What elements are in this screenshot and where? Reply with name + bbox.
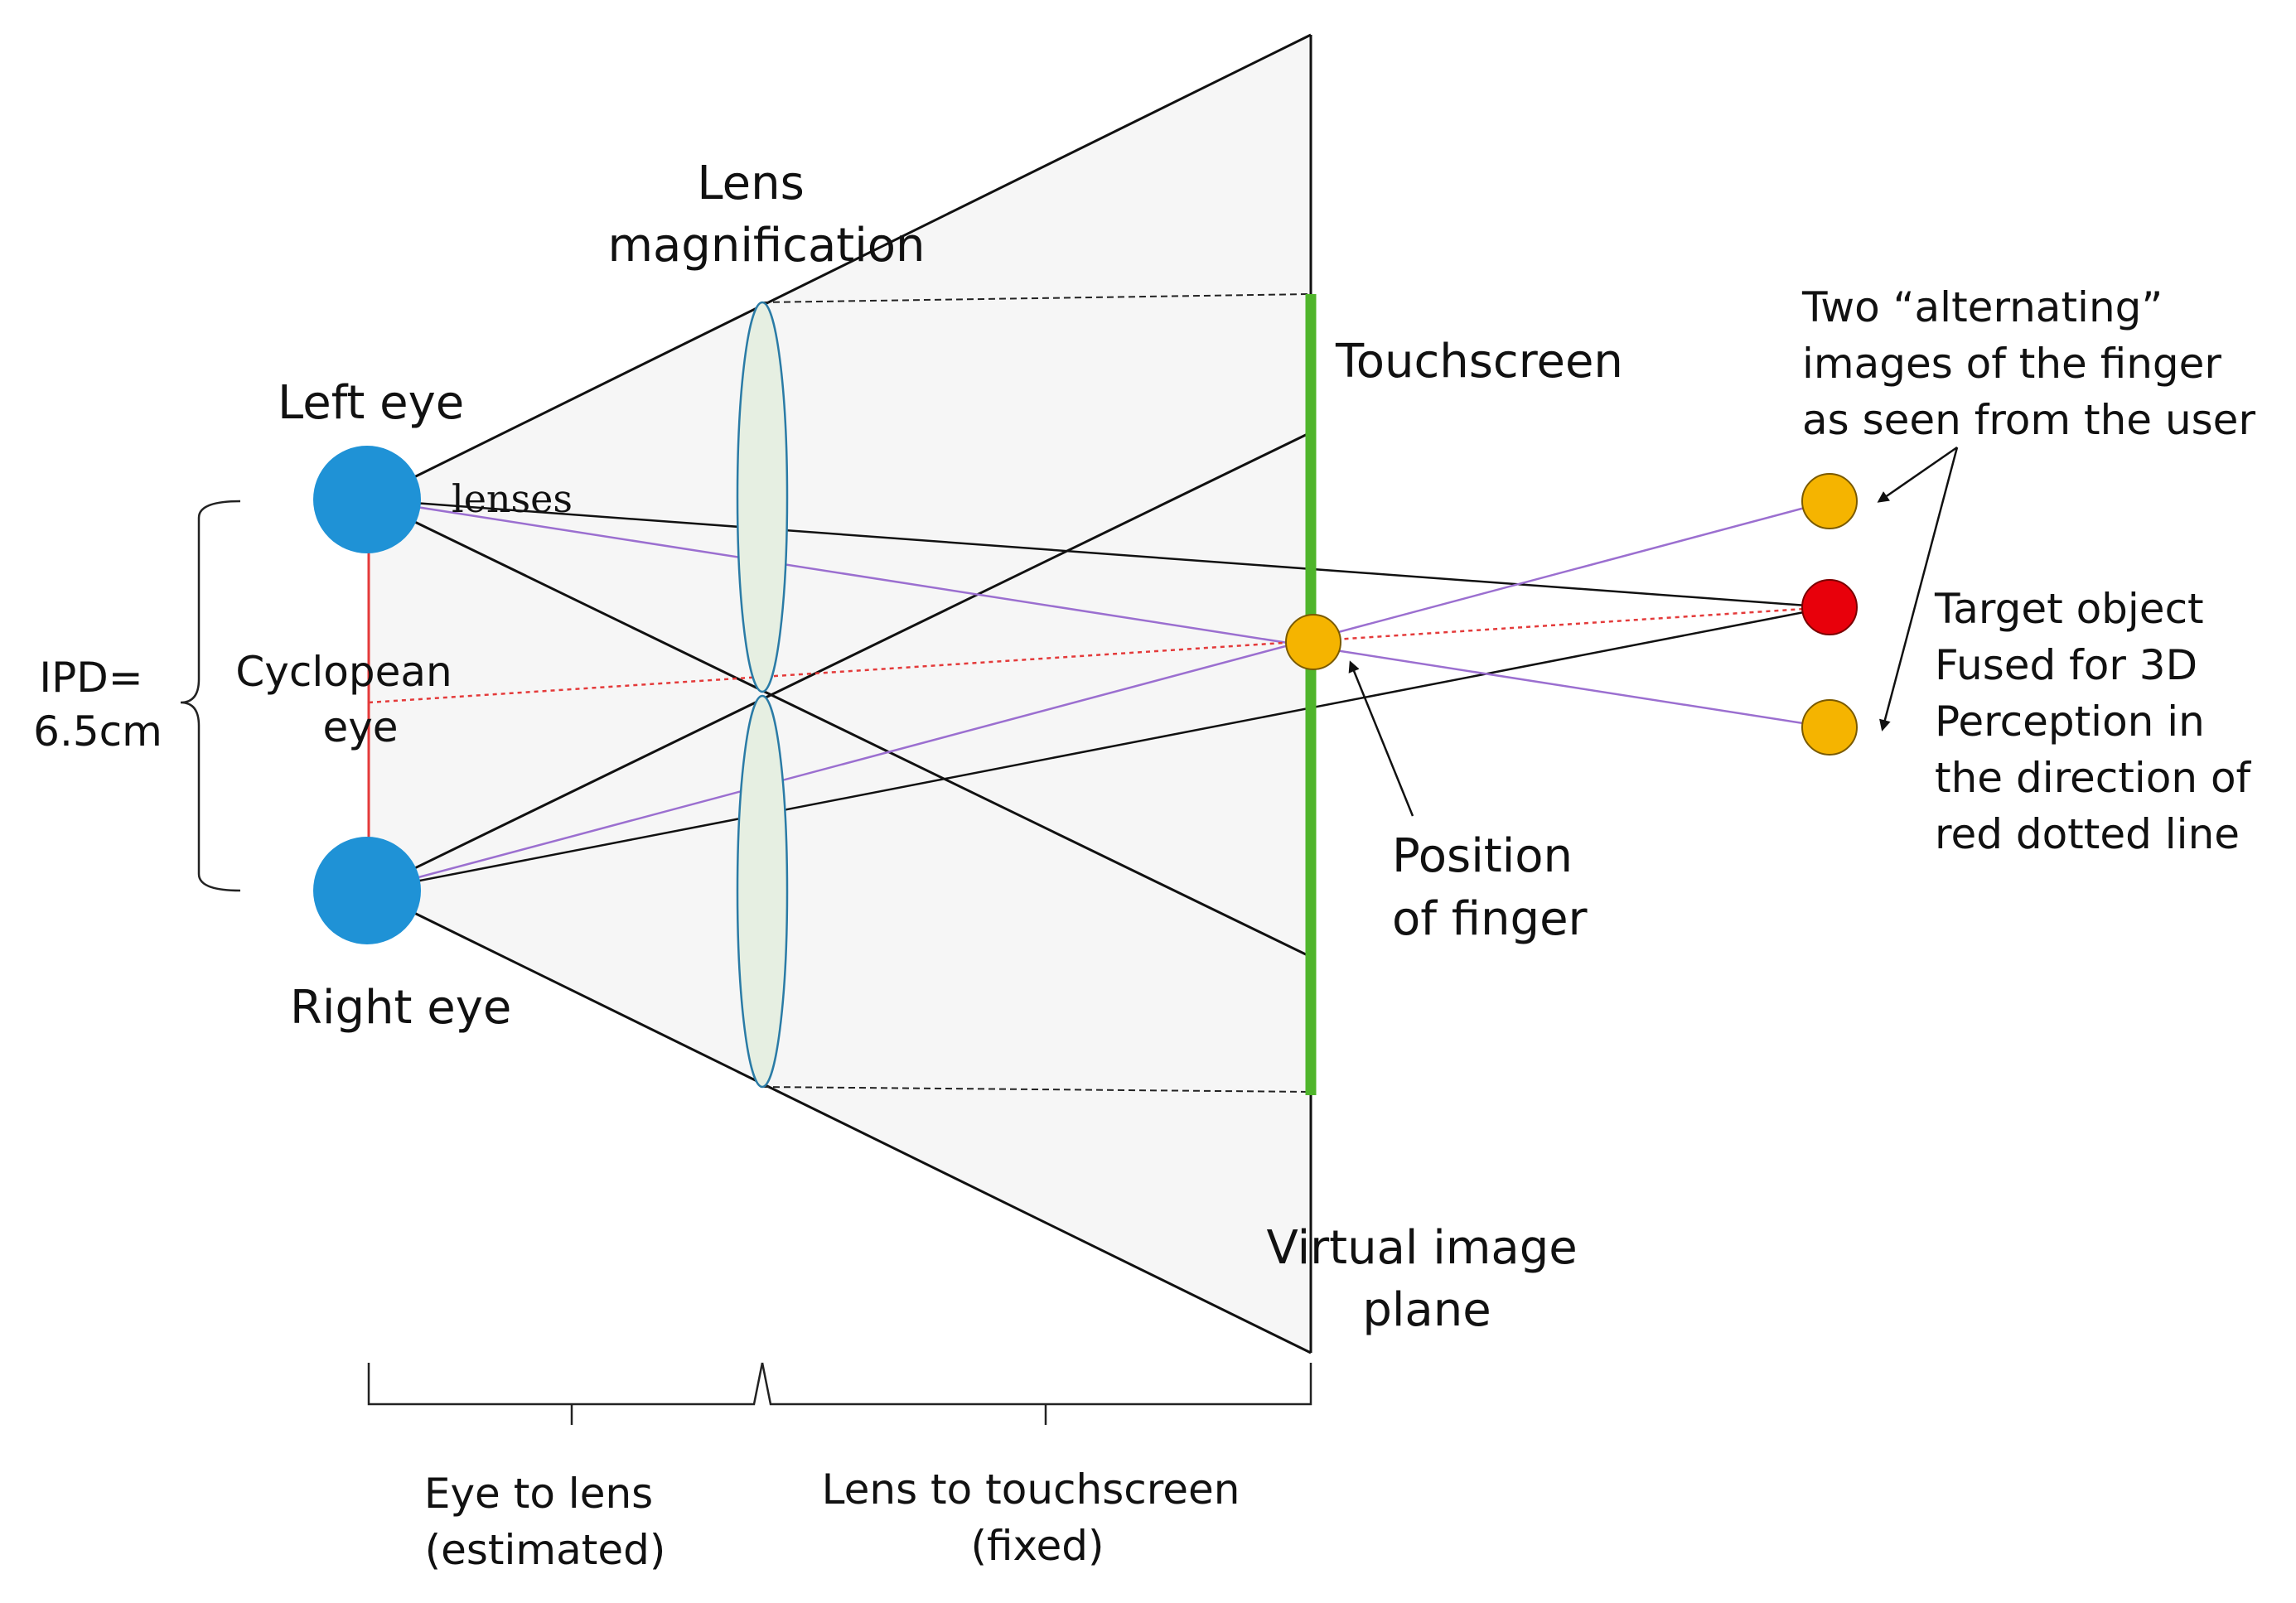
left-eye-to-target-line bbox=[368, 498, 1830, 609]
right-eye-label: Right eye bbox=[290, 981, 511, 1035]
ipd-bracket bbox=[180, 500, 241, 892]
frustum-bottom-line bbox=[368, 889, 1312, 1354]
position-of-finger-label: Position of finger bbox=[1392, 829, 1588, 946]
frustum-top-line bbox=[368, 33, 1312, 501]
arrow-to-lower-image bbox=[1879, 447, 1959, 731]
left-eye-label: Left eye bbox=[278, 376, 464, 430]
lens-top-extent bbox=[761, 293, 1312, 303]
left-eye-to-lower-image-ray bbox=[368, 498, 1830, 729]
upper-lens bbox=[736, 301, 789, 693]
finger-position-dot bbox=[1285, 614, 1341, 670]
lens-to-touchscreen-label: Lens to touchscreen (fixed) bbox=[822, 1465, 1254, 1570]
eye-to-lens-brace bbox=[367, 1362, 764, 1425]
lower-lens bbox=[736, 694, 789, 1089]
view-frustum bbox=[369, 35, 1311, 1353]
target-object-label: Target object Fused for 3D Perception in… bbox=[1934, 585, 2264, 858]
cyclopean-ray bbox=[368, 606, 1830, 704]
virtual-image-plane-label: Virtual image plane bbox=[1266, 1221, 1592, 1337]
lens-magnification-label: Lens magnification bbox=[607, 157, 925, 273]
lens-bottom-extent bbox=[761, 1086, 1312, 1093]
target-object-dot bbox=[1801, 579, 1858, 635]
touchscreen-label: Touchscreen bbox=[1335, 335, 1623, 389]
right-eye-cross-line bbox=[368, 431, 1312, 892]
eye-to-lens-label: Eye to lens (estimated) bbox=[424, 1470, 666, 1574]
right-eye-to-target-line bbox=[368, 606, 1830, 892]
arrow-to-upper-image bbox=[1877, 446, 1958, 503]
right-eye-to-upper-image-ray bbox=[368, 500, 1830, 892]
arrow-to-finger-position bbox=[1348, 660, 1414, 817]
right-eye-circle bbox=[313, 837, 421, 944]
left-eye-circle bbox=[313, 446, 421, 553]
cyclopean-eye-label: Cyclopean eye bbox=[235, 648, 465, 751]
ipd-label: IPD= 6.5cm bbox=[33, 654, 162, 756]
left-eye-cross-line bbox=[368, 498, 1312, 958]
upper-finger-image-dot bbox=[1801, 473, 1858, 529]
lenses-label: lenses bbox=[452, 476, 573, 521]
alternating-images-label: Two “alternating” images of the finger a… bbox=[1801, 283, 2255, 444]
lower-finger-image-dot bbox=[1801, 699, 1858, 756]
lens-to-touchscreen-brace bbox=[761, 1362, 1312, 1425]
